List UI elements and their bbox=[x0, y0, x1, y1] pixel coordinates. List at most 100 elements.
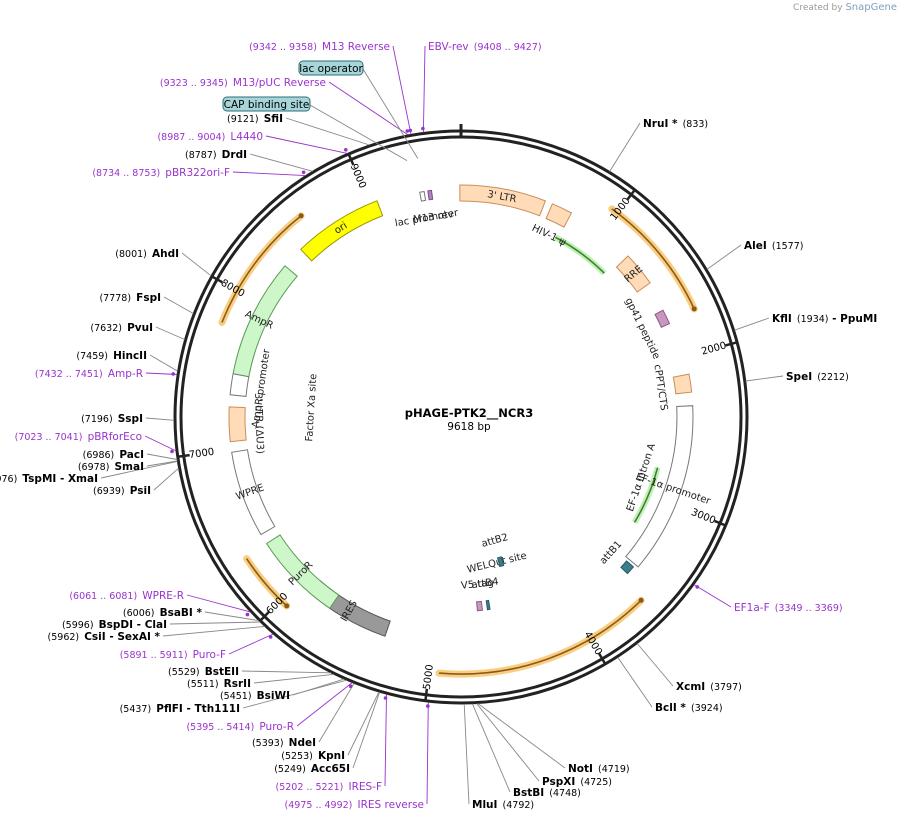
site-sspi[interactable]: (7196) SspI bbox=[81, 407, 175, 426]
site-text: AleI (1577) bbox=[744, 234, 803, 253]
site-spei[interactable]: SpeI (2212) bbox=[745, 365, 849, 384]
feature-ori[interactable]: ori bbox=[299, 200, 384, 262]
site-name: L4440 bbox=[230, 131, 263, 143]
site-position: (5996) bbox=[62, 620, 94, 631]
site-smai[interactable]: (6978) SmaI bbox=[78, 455, 178, 474]
primer-ebv-rev[interactable]: EBV-rev (9408 .. 9427) bbox=[421, 35, 542, 133]
site-ndei[interactable]: (5393) NdeI bbox=[252, 683, 355, 750]
feature-ampr[interactable]: AmpR bbox=[232, 265, 298, 378]
site-leader-line bbox=[162, 625, 265, 637]
site-position: (7459) bbox=[76, 351, 108, 362]
box-background bbox=[222, 96, 311, 112]
site-sfii[interactable]: (9121) SfiI bbox=[227, 107, 370, 146]
box-lac-operator[interactable]: lac operator bbox=[298, 60, 419, 159]
site-position: (3797) bbox=[710, 682, 742, 693]
feature-puror[interactable]: PuroR bbox=[265, 534, 340, 609]
site-hincii[interactable]: (7459) HincII bbox=[76, 344, 178, 372]
feature-arc bbox=[231, 449, 276, 536]
feature-gp41-peptide[interactable]: gp41 peptide bbox=[623, 296, 671, 361]
site-position: (4975 .. 4992) bbox=[285, 800, 353, 811]
site-psii[interactable]: (6939) PsiI bbox=[93, 467, 179, 498]
site-kpni[interactable]: (5253) KpnI bbox=[281, 691, 380, 763]
site-text: MluI (4792) bbox=[472, 793, 534, 812]
site-kfli[interactable]: KflI (1934) - PpuMI bbox=[734, 307, 878, 331]
site-drdi[interactable]: (8787) DrdI bbox=[185, 143, 313, 172]
site-position: (9323 .. 9345) bbox=[160, 78, 228, 89]
feature-cppt-cts[interactable]: cPPT/CTS bbox=[651, 364, 693, 412]
primer-puro-r[interactable]: (5395 .. 5414) Puro-R bbox=[186, 682, 353, 734]
site-tspmi[interactable]: (6976) TspMI - XmaI bbox=[0, 460, 178, 486]
primer-m13-puc-reverse[interactable]: (9323 .. 9345) M13/pUC Reverse bbox=[160, 71, 410, 136]
feature-m13-rev[interactable]: M13 rev bbox=[413, 189, 455, 226]
site-name: NdeI bbox=[289, 737, 316, 749]
site-paci[interactable]: (6986) PacI bbox=[83, 443, 178, 462]
site-fspi[interactable]: (7778) FspI bbox=[99, 286, 194, 314]
site-bsiwi[interactable]: (5451) BsiWI bbox=[220, 678, 345, 703]
primer-l4440[interactable]: (8987 .. 9004) L4440 bbox=[157, 125, 348, 154]
feature-arc bbox=[476, 600, 483, 612]
site-text: (8987 .. 9004) L4440 bbox=[157, 125, 263, 144]
site-bstbi[interactable]: BstBI (4748) bbox=[471, 703, 581, 800]
site-csii[interactable]: (5962) CsiI - SexAI * bbox=[48, 625, 265, 644]
feature-welqut-site[interactable]: WELQut site bbox=[466, 551, 528, 576]
site-text: BstBI (4748) bbox=[513, 781, 581, 800]
primer-ires-f[interactable]: (5202 .. 5221) IRES-F bbox=[276, 694, 388, 794]
feature-rre[interactable]: RRE bbox=[615, 255, 651, 293]
site-mlui[interactable]: MluI (4792) bbox=[463, 703, 534, 812]
feature-v5-tag[interactable]: V5 tag bbox=[460, 578, 494, 612]
site-pspxi[interactable]: PspXI (4725) bbox=[476, 703, 612, 789]
site-pvui[interactable]: (7632) PvuI bbox=[90, 316, 185, 340]
primer-mark bbox=[170, 449, 174, 454]
site-nrui-[interactable]: NruI * (833) bbox=[609, 112, 709, 172]
feature-3-ltr[interactable]: 3' LTR bbox=[459, 184, 547, 217]
primer-m13-reverse[interactable]: (9342 .. 9358) M13 Reverse bbox=[249, 35, 413, 135]
site-acc65i[interactable]: (5249) Acc65I bbox=[274, 692, 381, 776]
site-xcmi[interactable]: XcmI (3797) bbox=[636, 643, 742, 695]
site-bspdi[interactable]: (5996) BspDI - ClaI bbox=[62, 613, 261, 632]
primer-amp-r[interactable]: (7432 .. 7451) Amp-R bbox=[35, 362, 178, 381]
primer-mark bbox=[301, 170, 306, 175]
primer-mark bbox=[344, 148, 348, 152]
site-text: XcmI (3797) bbox=[676, 675, 742, 694]
feature-factor-xa-site[interactable]: Factor Xa site bbox=[304, 373, 319, 442]
primer-puro-f[interactable]: (5891 .. 5911) Puro-F bbox=[120, 633, 274, 662]
feature-label: 3' LTR bbox=[486, 189, 517, 205]
site-noti[interactable]: NotI (4719) bbox=[477, 703, 630, 777]
box-cap-binding-site[interactable]: CAP binding site bbox=[222, 96, 408, 161]
primer-ires-reverse[interactable]: (4975 .. 4992) IRES reverse bbox=[285, 702, 430, 812]
site-name: PacI bbox=[119, 449, 144, 461]
feature-wpre[interactable]: WPRE bbox=[231, 449, 276, 536]
primer-wpre-r[interactable]: (6061 .. 6081) WPRE-R bbox=[69, 584, 251, 617]
site-leader-line bbox=[636, 643, 674, 687]
orf-arrow-tip bbox=[298, 213, 304, 219]
site-leader-line bbox=[318, 683, 355, 743]
feature-attb4[interactable]: attB4 bbox=[471, 576, 499, 611]
primer-mark bbox=[408, 128, 413, 133]
site-position: (5249) bbox=[274, 764, 306, 775]
feature-3-ltr-u3-[interactable]: 3' LTR (ΔU3) bbox=[228, 393, 265, 454]
site-position: (8734 .. 8753) bbox=[92, 168, 160, 179]
site-position: (6939) bbox=[93, 486, 125, 497]
primer-pbrforeco[interactable]: (7023 .. 7041) pBRforEco bbox=[15, 425, 177, 454]
site-leader-line bbox=[204, 611, 259, 622]
site-ahdi[interactable]: (8001) AhdI bbox=[115, 242, 212, 277]
site-bcli-[interactable]: BclI * (3924) bbox=[617, 657, 723, 715]
feature-arc bbox=[615, 255, 651, 293]
feature-arc bbox=[232, 265, 298, 378]
site-bsabi-[interactable]: (6006) BsaBI * bbox=[123, 601, 259, 622]
site-position: (6061 .. 6081) bbox=[69, 591, 137, 602]
site-leader-line bbox=[253, 673, 334, 684]
primer-pbr322ori-f[interactable]: (8734 .. 8753) pBR322ori-F bbox=[92, 161, 306, 180]
site-position: (5395 .. 5414) bbox=[186, 722, 254, 733]
feature-arc bbox=[228, 406, 247, 443]
site-text: (5996) BspDI - ClaI bbox=[62, 613, 167, 632]
site-rsrii[interactable]: (5511) RsrII bbox=[187, 672, 334, 691]
site-text: (5393) NdeI bbox=[252, 731, 316, 750]
site-text: (5253) KpnI bbox=[281, 744, 345, 763]
site-bsteii[interactable]: (5529) BstEII bbox=[168, 660, 331, 679]
site-text: (6061 .. 6081) WPRE-R bbox=[69, 584, 184, 603]
orf-arrow-tip bbox=[691, 306, 697, 312]
site-alei[interactable]: AleI (1577) bbox=[706, 234, 803, 270]
primer-ef1a-f[interactable]: EF1a-F (3349 .. 3369) bbox=[693, 584, 843, 615]
